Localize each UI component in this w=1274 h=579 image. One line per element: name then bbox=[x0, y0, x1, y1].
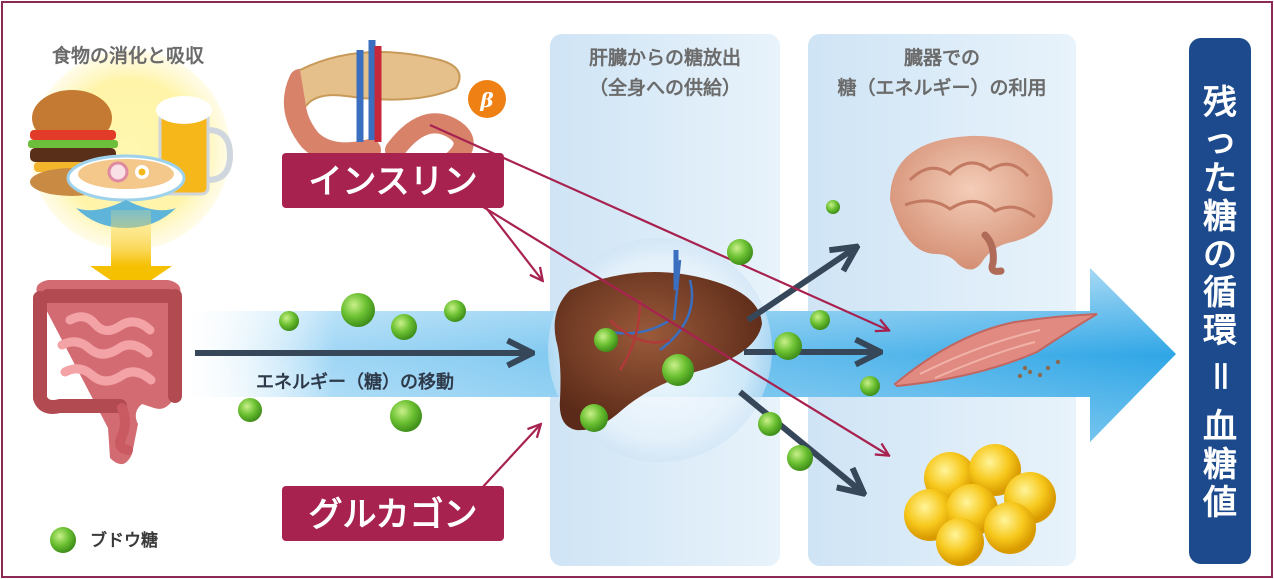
glucose-dot bbox=[390, 400, 422, 432]
liver-release-heading-line2: （全身への供給） bbox=[589, 76, 741, 99]
legend: ブドウ糖 bbox=[50, 527, 158, 553]
glucose-dot bbox=[238, 398, 262, 422]
glucose-dot bbox=[727, 239, 753, 265]
intestine-icon bbox=[36, 280, 180, 464]
insulin-to-liver-arrow bbox=[480, 200, 542, 280]
glucose-dot bbox=[860, 376, 880, 396]
glucose-dot bbox=[810, 310, 830, 330]
glucagon-text: グルカゴン bbox=[309, 495, 478, 535]
glucagon-label: グルカゴン bbox=[282, 486, 504, 541]
side-char: 循 bbox=[1203, 273, 1237, 313]
side-char: 値 bbox=[1202, 483, 1237, 523]
legend-glucose-label: ブドウ糖 bbox=[90, 530, 158, 551]
glucose-dot bbox=[758, 412, 782, 436]
glucose-dot bbox=[662, 354, 694, 386]
glucose-dot bbox=[594, 328, 618, 352]
glucose-dot bbox=[580, 404, 608, 432]
glucose-dot bbox=[391, 314, 417, 340]
side-char: 血 bbox=[1203, 407, 1237, 447]
side-char: 糖 bbox=[1203, 197, 1237, 237]
glucose-dot bbox=[787, 445, 813, 471]
organ-use-heading-line2: 糖（エネルギー）の利用 bbox=[837, 76, 1046, 99]
side-char: の bbox=[1203, 235, 1237, 275]
glucose-dot bbox=[341, 293, 375, 327]
liver-release-heading-line1: 肝臓からの糖放出 bbox=[589, 46, 741, 69]
insulin-text: インスリン bbox=[308, 162, 477, 202]
glucose-dot bbox=[774, 332, 802, 360]
side-char: っ bbox=[1203, 121, 1237, 161]
glucose-dot bbox=[279, 311, 299, 331]
side-char: 環 bbox=[1203, 311, 1237, 351]
side-char: ＝ bbox=[1199, 359, 1239, 393]
energy-flow-label: エネルギー（糖）の移動 bbox=[256, 371, 454, 393]
glucagon-to-liver-arrow bbox=[480, 425, 540, 490]
side-char: 残 bbox=[1203, 83, 1237, 123]
organ-use-heading-line1: 臓器での bbox=[904, 47, 980, 69]
glucose-dot bbox=[444, 300, 466, 322]
legend-glucose-icon bbox=[50, 527, 76, 553]
side-char: 糖 bbox=[1203, 445, 1237, 485]
digestion-heading: 食物の消化と吸収 bbox=[52, 44, 205, 67]
beta-symbol: β bbox=[479, 88, 493, 112]
insulin-label: インスリン bbox=[282, 153, 504, 208]
side-char: た bbox=[1203, 159, 1237, 199]
blood-glucose-panel: 残 っ た 糖 の 循 環 ＝ 血 糖 値 bbox=[1189, 38, 1251, 564]
glucose-dot bbox=[826, 200, 840, 214]
